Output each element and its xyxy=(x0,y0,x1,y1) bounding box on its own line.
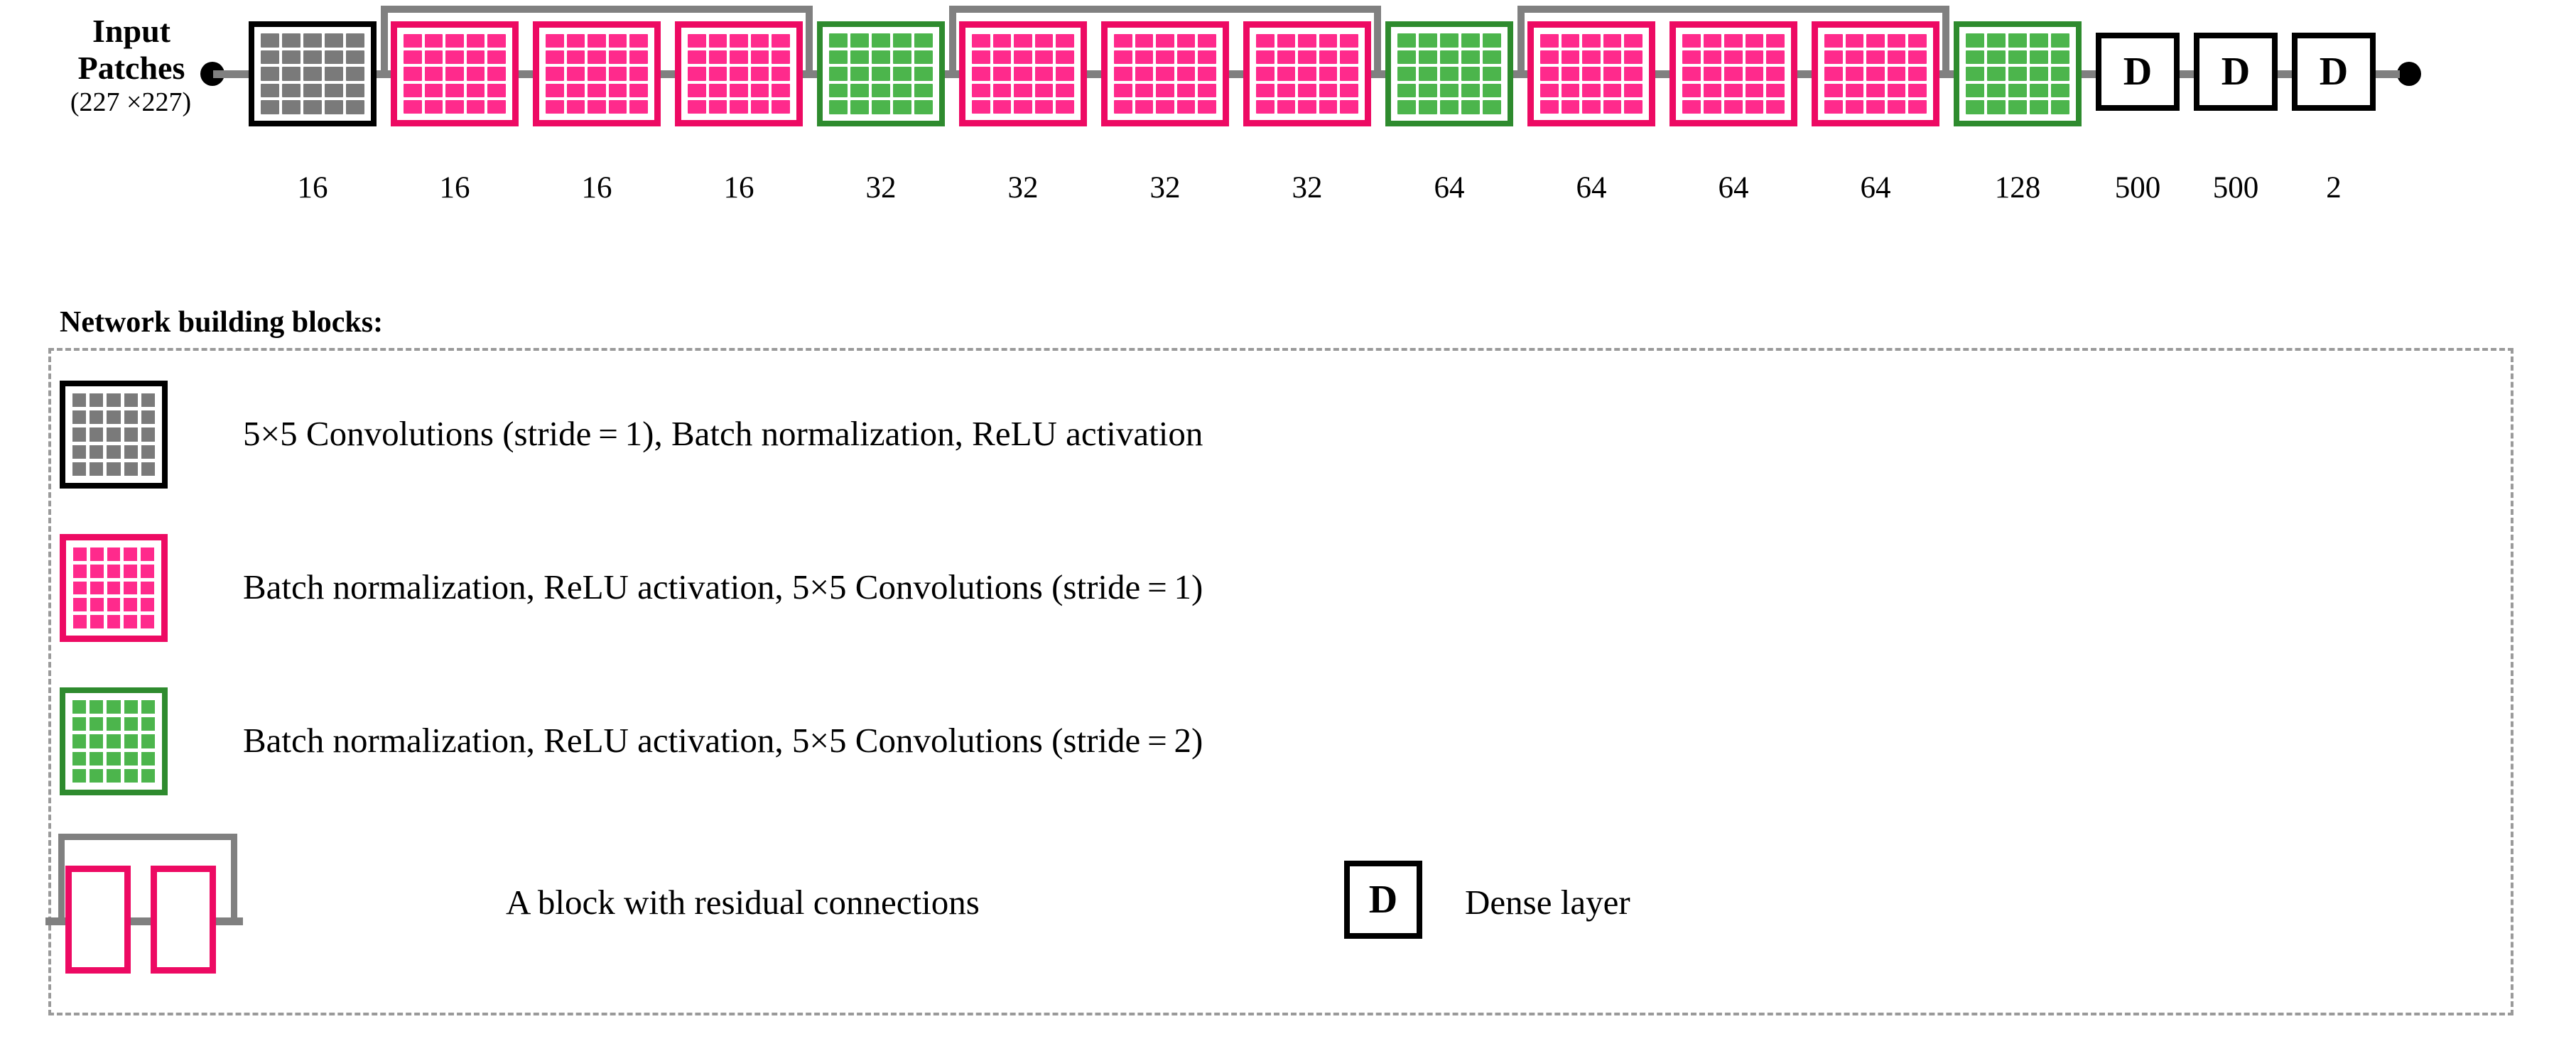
green-conv-block-128 xyxy=(1954,21,2082,126)
green-conv-block-64 xyxy=(1385,21,1513,126)
pink-conv-block-16 xyxy=(533,21,661,126)
layer-size-label-3: 16 xyxy=(723,171,754,205)
legend-swatch-green-conv xyxy=(60,687,168,795)
wire-10-11 xyxy=(1797,70,1812,78)
legend-text-gray-conv: 5×5 Convolutions (stride = 1), Batch nor… xyxy=(243,414,1203,453)
legend-text-dense: Dense layer xyxy=(1465,883,1630,922)
pink-conv-block-32 xyxy=(1243,21,1371,126)
residual-wire-middle xyxy=(128,917,156,925)
pink-conv-block-32 xyxy=(959,21,1087,126)
residual-bracket-1 xyxy=(949,6,1381,78)
layer-size-label-13: 500 xyxy=(2114,171,2161,205)
wire-9-10 xyxy=(1655,70,1669,78)
layer-size-label-6: 32 xyxy=(1149,171,1181,205)
legend-residual-glyph xyxy=(45,834,492,997)
layer-size-label-2: 16 xyxy=(581,171,612,205)
layer-size-label-4: 32 xyxy=(865,171,897,205)
layer-size-label-14: 500 xyxy=(2212,171,2259,205)
legend-swatch-gray-conv xyxy=(60,381,168,489)
legend-swatch-pink-conv xyxy=(60,534,168,642)
input-title-line1: Input xyxy=(92,13,171,49)
input-dimensions-label: (227 ×227) xyxy=(70,87,192,117)
pink-conv-block-16 xyxy=(675,21,803,126)
legend-text-residual: A block with residual connections xyxy=(506,883,980,922)
legend-container: 5×5 Convolutions (stride = 1), Batch nor… xyxy=(45,348,2513,1015)
wire-input xyxy=(213,70,249,78)
wire-5-6 xyxy=(1087,70,1101,78)
layer-size-label-12: 128 xyxy=(1994,171,2041,205)
dense-layer-block-2: D xyxy=(2292,33,2376,111)
wire-14-15 xyxy=(2278,70,2292,78)
layer-size-label-8: 64 xyxy=(1434,171,1465,205)
residual-bracket-0 xyxy=(381,6,813,78)
layer-size-label-5: 32 xyxy=(1007,171,1039,205)
pink-conv-block-64 xyxy=(1527,21,1655,126)
dense-layer-block-500: D xyxy=(2096,33,2180,111)
residual-wire-right xyxy=(213,917,243,925)
wire-12-13 xyxy=(2082,70,2096,78)
green-conv-block-32 xyxy=(817,21,945,126)
residual-wire-left xyxy=(45,917,74,925)
wire-2-3 xyxy=(661,70,675,78)
legend-text-green-conv: Batch normalization, ReLU activation, 5×… xyxy=(243,721,1203,760)
input-title-line2: Patches xyxy=(77,50,185,86)
pink-conv-block-32 xyxy=(1101,21,1229,126)
legend-text-pink-conv: Batch normalization, ReLU activation, 5×… xyxy=(243,567,1203,606)
layer-size-label-7: 32 xyxy=(1292,171,1323,205)
gray-conv-block-16 xyxy=(249,21,377,126)
residual-block-2 xyxy=(151,866,216,974)
input-patches-label: Input Patches xyxy=(43,13,220,87)
residual-bracket-shape xyxy=(58,834,237,922)
output-node-dot xyxy=(2397,62,2421,86)
layer-size-label-1: 16 xyxy=(439,171,470,205)
pink-conv-block-64 xyxy=(1669,21,1797,126)
layer-size-label-11: 64 xyxy=(1860,171,1891,205)
pink-conv-block-16 xyxy=(391,21,519,126)
layer-size-label-9: 64 xyxy=(1576,171,1607,205)
legend-title: Network building blocks: xyxy=(60,306,384,339)
wire-output xyxy=(2376,70,2400,78)
layer-size-label-15: 2 xyxy=(2326,171,2342,205)
wire-6-7 xyxy=(1229,70,1243,78)
residual-block-1 xyxy=(65,866,131,974)
residual-bracket-2 xyxy=(1517,6,1949,78)
pink-conv-block-64 xyxy=(1812,21,1939,126)
wire-1-2 xyxy=(519,70,533,78)
legend-dense-glyph: D xyxy=(1344,861,1422,939)
wire-13-14 xyxy=(2180,70,2194,78)
layer-size-label-0: 16 xyxy=(297,171,328,205)
dense-layer-block-500: D xyxy=(2194,33,2278,111)
layer-size-label-10: 64 xyxy=(1718,171,1749,205)
